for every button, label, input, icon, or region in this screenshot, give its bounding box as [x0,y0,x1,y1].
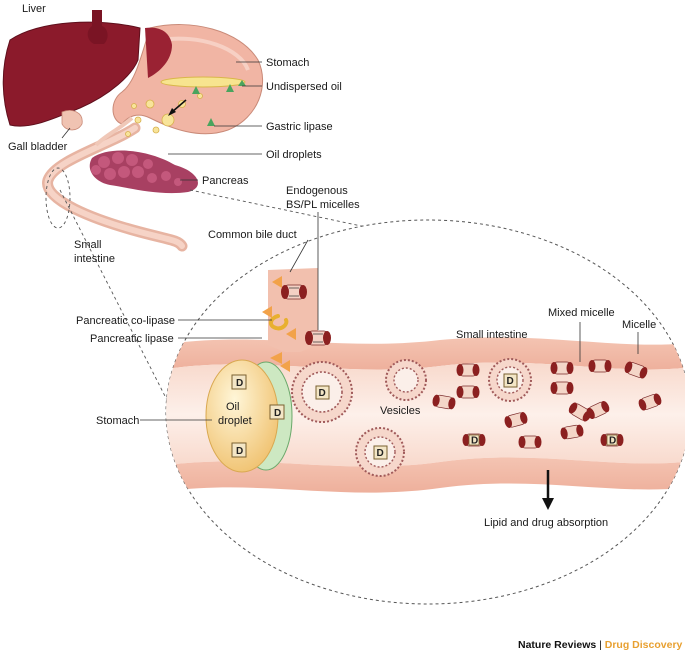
micelle-particle [586,400,610,420]
pancreas-organ [89,150,198,194]
absorption-arrow [542,470,554,510]
micelle-particle [568,402,592,422]
svg-text:D: D [507,376,514,387]
micelle-particle [560,424,584,440]
anatomy-overview [2,10,263,252]
pancreatic-lipase-marks [262,276,296,372]
micelle-particle [550,381,574,395]
gastric-lipase-label: Gastric lipase [266,121,333,133]
bile-duct-micelles [281,284,331,346]
credit-journal: Nature Reviews [518,639,596,651]
credit-line: Nature Reviews | Drug Discovery [518,639,683,651]
oil-droplet-label-2: droplet [218,415,252,427]
svg-text:D: D [319,388,326,399]
zoom-connectors [45,167,391,403]
micelle-particle [504,412,528,428]
micelle-particle [638,393,662,411]
oil-droplets-label: Oil droplets [266,149,322,161]
absorption-label: Lipid and drug absorption [484,517,608,529]
micelle-particle [456,385,480,399]
micelle-particle [550,361,574,375]
liver-organ [2,21,141,127]
undispersed-oil-label: Undispersed oil [266,81,342,93]
undispersed-oil-layer [160,76,246,88]
pancreatic-colipase-label: Pancreatic co-lipase [76,315,175,327]
micelle-particle: D [600,433,624,447]
small-intestine-label-1: Small [74,239,102,251]
svg-text:D: D [236,446,243,457]
micelle-particle [588,359,612,373]
svg-text:D: D [236,378,243,389]
common-bile-duct-label: Common bile duct [208,229,297,241]
micelle-particle [432,394,456,410]
small-intestine-inset-label: Small intestine [456,329,528,341]
inset-oil-droplet: D D D [205,359,293,473]
drug-label: D [609,436,616,447]
mixed-micelle-label: Mixed micelle [548,307,615,319]
credit-section: Drug Discovery [605,639,683,651]
small-intestine-label-2: intestine [74,253,115,265]
pancreatic-lipase-label: Pancreatic lipase [90,333,174,345]
gall-bladder-label: Gall bladder [8,141,68,153]
svg-text:D: D [377,448,384,459]
gastric-lipase-marks [192,80,246,126]
svg-text:D: D [274,408,281,419]
pancreatic-colipase-mark [269,314,289,331]
drug-label: D [471,436,478,447]
micelle-particle: D [462,433,486,447]
micelle-particle [456,363,480,377]
credit-separator: | [596,639,605,651]
endogenous-label-1: Endogenous [286,185,348,197]
stomach-inset-label: Stomach [96,415,139,427]
micelle-particle [624,361,648,379]
liver-label: Liver [22,3,46,15]
leader-lines [61,61,639,421]
endogenous-label-2: BS/PL micelles [286,199,360,211]
intestine-inset: D D D D D [165,219,685,605]
gall-bladder-organ [61,110,83,131]
vesicles-label: Vesicles [380,405,421,417]
stomach-label: Stomach [266,57,309,69]
vesicles-group: D D D [291,358,532,477]
oil-droplet-label-1: Oil [226,401,239,413]
micelle-label: Micelle [622,319,656,331]
micelle-particle [518,435,542,449]
pancreas-label: Pancreas [202,175,249,187]
